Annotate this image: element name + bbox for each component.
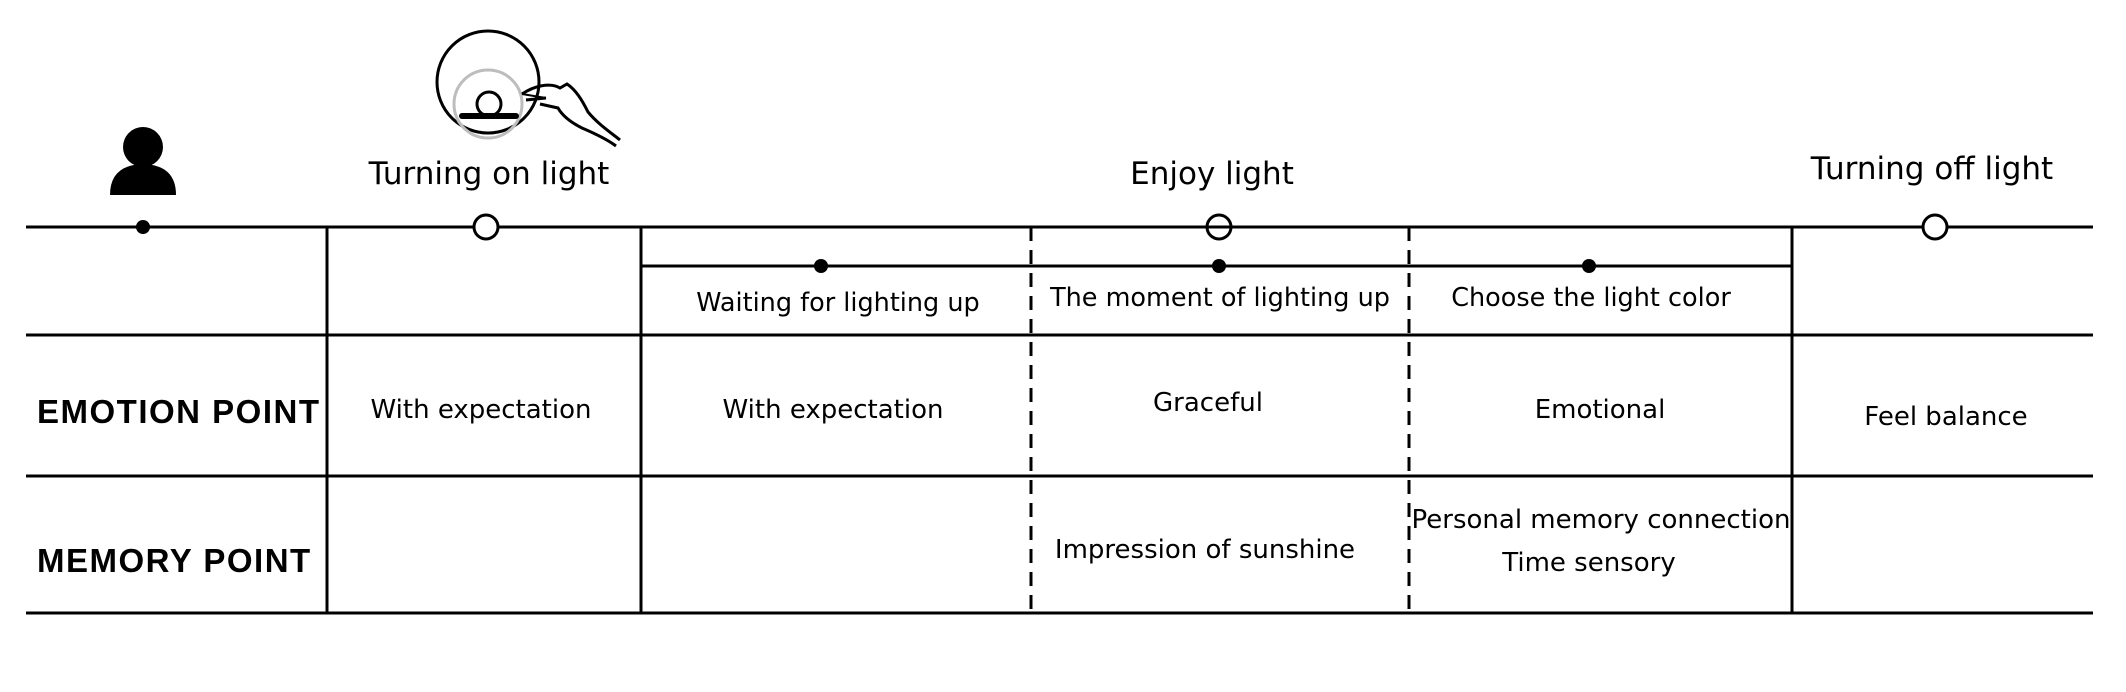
- row-label-memory-point: MEMORY POINT: [37, 542, 312, 579]
- sub-step-label: The moment of lighting up: [1049, 283, 1390, 313]
- person-icon: [110, 127, 176, 195]
- memory-cell: Time sensory: [1501, 548, 1675, 578]
- stage-marker-circle: [1921, 213, 1949, 241]
- emotion-cell: With expectation: [371, 395, 592, 425]
- sub-step-marker-dot: [1582, 259, 1596, 273]
- emotion-cell: Graceful: [1153, 388, 1263, 418]
- emotion-cell: Feel balance: [1864, 402, 2027, 432]
- stage-title: Enjoy light: [1130, 156, 1294, 192]
- sub-step-marker-dot: [1212, 259, 1226, 273]
- stage-title: Turning off light: [1810, 151, 2053, 187]
- row-label-emotion-point: EMOTION POINT: [37, 393, 321, 430]
- user-marker-dot: [136, 220, 150, 234]
- memory-cell: Impression of sunshine: [1055, 535, 1355, 565]
- memory-cell: Personal memory connection: [1412, 505, 1791, 535]
- emotion-cell: With expectation: [723, 395, 944, 425]
- sub-step-label: Choose the light color: [1451, 283, 1731, 313]
- stage-marker-circle: [472, 213, 500, 241]
- stage-marker-circle: [1205, 213, 1233, 241]
- emotion-cell: Emotional: [1535, 395, 1666, 425]
- sub-step-marker-dot: [814, 259, 828, 273]
- stage-title: Turning on light: [368, 156, 610, 192]
- sub-step-label: Waiting for lighting up: [696, 288, 979, 318]
- lamp-touch-icon: [435, 29, 621, 148]
